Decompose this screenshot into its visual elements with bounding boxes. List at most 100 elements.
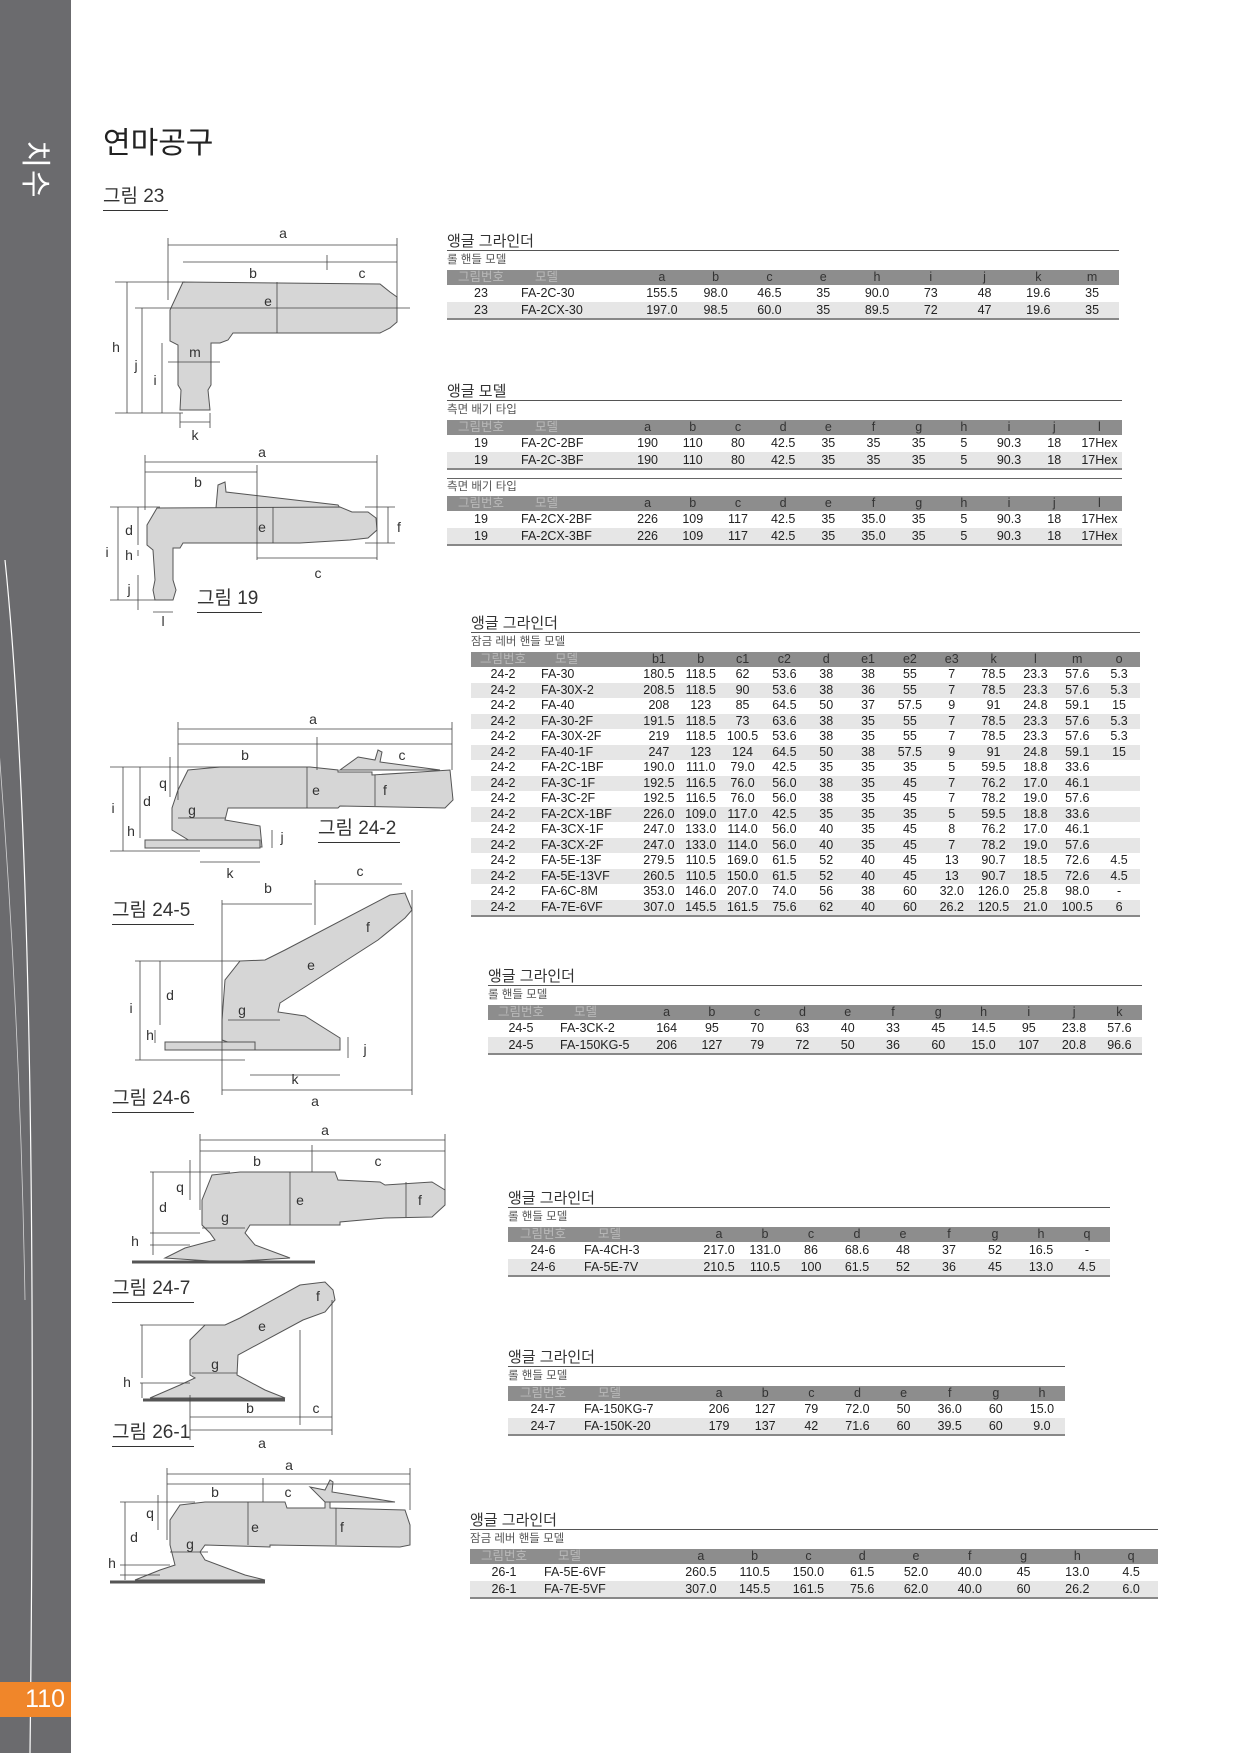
column-header: h: [873, 270, 881, 284]
table-cell: 57.6: [1065, 729, 1090, 743]
column-header: e: [844, 1005, 852, 1019]
dim-label: h: [131, 1233, 139, 1249]
table-cell: 78.5: [981, 667, 1006, 681]
table-cell: 24-2: [490, 837, 516, 852]
table-cell: 50: [840, 1037, 855, 1052]
table-cell: 25.8: [1023, 884, 1048, 898]
table-cell: 118.5: [685, 729, 716, 743]
column-header: d: [779, 496, 787, 510]
table-cell: 210.5: [703, 1259, 735, 1274]
table-cell: [1098, 822, 1140, 838]
dim-label: c: [399, 747, 406, 763]
table-cell: [1098, 776, 1140, 792]
table-cell: FA-5E-13VF: [541, 868, 610, 883]
table-cell: FA-5E-13F: [541, 853, 602, 867]
table-cell: 61.5: [844, 1259, 870, 1274]
column-header: h: [960, 420, 968, 434]
table-cell: 42.5: [770, 436, 796, 450]
table-cell: FA-3C-1F: [541, 775, 596, 790]
column-header: g: [915, 496, 923, 510]
column-header: e1: [861, 652, 876, 666]
column-header: l: [1098, 496, 1101, 510]
dim-label: e: [251, 1519, 259, 1535]
column-header: e: [900, 1386, 908, 1400]
table-cell: 18: [1047, 512, 1062, 526]
table-cell: FA-2C-3BF: [521, 452, 584, 467]
table-cell: 5.3: [1110, 667, 1128, 681]
dim-label: d: [130, 1529, 138, 1545]
table-cell: 35: [861, 729, 876, 743]
table-cell: 13: [944, 853, 959, 867]
table-cell: 24-7: [530, 1402, 556, 1416]
table-cell: 57.5: [897, 698, 923, 712]
table-subtitle: 롤 핸들 모델: [508, 1370, 568, 1382]
dim-label: k: [227, 865, 235, 881]
table-cell: 35: [866, 436, 881, 450]
table-cell: 110.5: [685, 853, 716, 867]
table-cell: 45: [902, 775, 917, 790]
table-cell: FA-2CX-3BF: [521, 528, 592, 543]
dim-label: f: [418, 1192, 422, 1208]
column-header: a: [697, 1549, 705, 1563]
table-cell: 24-5: [508, 1037, 534, 1052]
column-header: a: [663, 1005, 671, 1019]
table-cell: 73: [735, 713, 750, 728]
table-cell: 137: [754, 1418, 776, 1433]
column-header: b: [751, 1549, 759, 1563]
table-cell: 35.0: [861, 512, 886, 526]
table-title: 앵글 그라인더: [470, 1513, 1158, 1530]
table-cell: 197.0: [646, 302, 678, 317]
table-cell: 40: [819, 837, 834, 852]
table-cell: 8: [948, 822, 956, 836]
table-cell: 45: [902, 822, 917, 836]
table-cell: 35: [861, 806, 876, 821]
dim-label: i: [129, 1000, 132, 1016]
table-cell: [1098, 807, 1140, 823]
table-cell: 150.0: [726, 868, 759, 883]
table-cell: 76.0: [730, 791, 755, 805]
table-cell: 95: [1021, 1021, 1036, 1035]
table-cell: 45: [902, 791, 917, 805]
table-cell: 118.5: [685, 667, 716, 681]
dim-label: d: [159, 1199, 167, 1215]
table-cell: 42.5: [772, 806, 797, 821]
dim-label: h: [146, 1027, 154, 1043]
table-cell: 35: [816, 302, 831, 317]
table-cell: 52.0: [903, 1565, 929, 1579]
table-cell: 60: [988, 1402, 1003, 1416]
table-cell: 38: [819, 775, 834, 790]
table-cell: 21.0: [1023, 899, 1048, 914]
column-header: k: [1035, 270, 1042, 284]
column-header: k: [1116, 1005, 1123, 1019]
table-cell: 60.0: [757, 302, 782, 317]
table-cell: 55: [902, 729, 917, 743]
column-header: 모델: [574, 1005, 598, 1019]
column-header: g: [934, 1005, 942, 1019]
table-cell: 38: [861, 667, 876, 681]
table-cell: 35: [821, 512, 836, 526]
table-cell: 307.0: [685, 1581, 717, 1596]
table-cell: 80: [730, 452, 745, 467]
table-cell: 35: [861, 760, 876, 774]
figure-24-2-drawing: a b c q d i e f g h j k: [110, 711, 454, 881]
table-cell: 62: [819, 899, 834, 914]
column-header: c2: [777, 652, 791, 666]
table-cell: 63.6: [772, 713, 797, 728]
table-cell: 37: [942, 1243, 956, 1257]
table-cell: 133.0: [685, 837, 717, 852]
table-cell: 109: [682, 512, 704, 526]
table-cell: 118.5: [685, 682, 716, 697]
table-cell: 155.5: [646, 286, 678, 300]
table-cell: 26.2: [939, 899, 964, 914]
table-cell: 35: [819, 806, 834, 821]
table-cell: 190: [637, 436, 659, 450]
